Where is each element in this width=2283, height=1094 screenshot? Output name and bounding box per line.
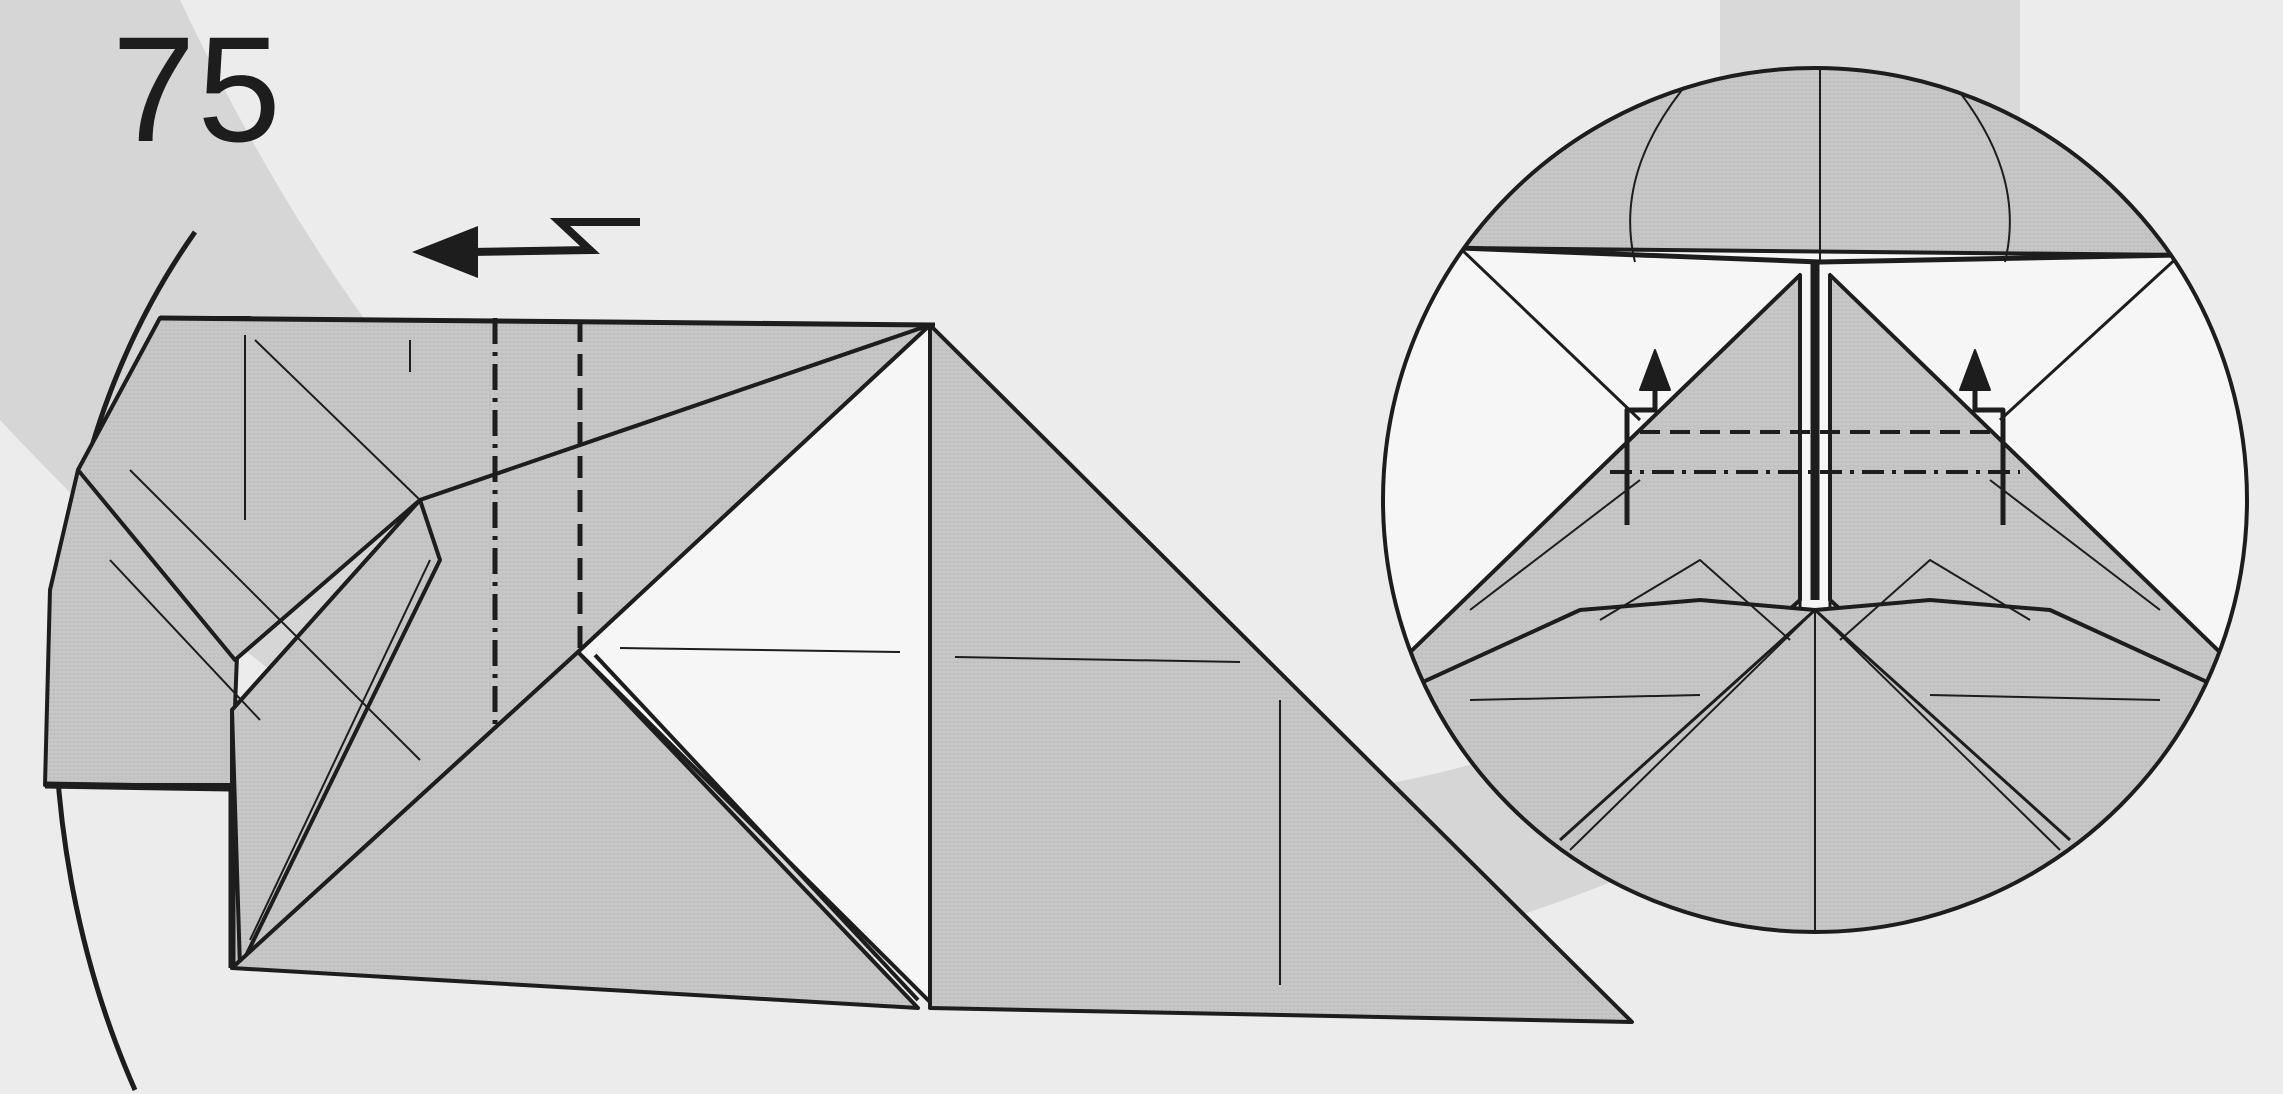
inset-top-cap [1380,60,2250,255]
step-number: 75 [112,14,283,164]
push-arrow-icon [412,222,640,278]
